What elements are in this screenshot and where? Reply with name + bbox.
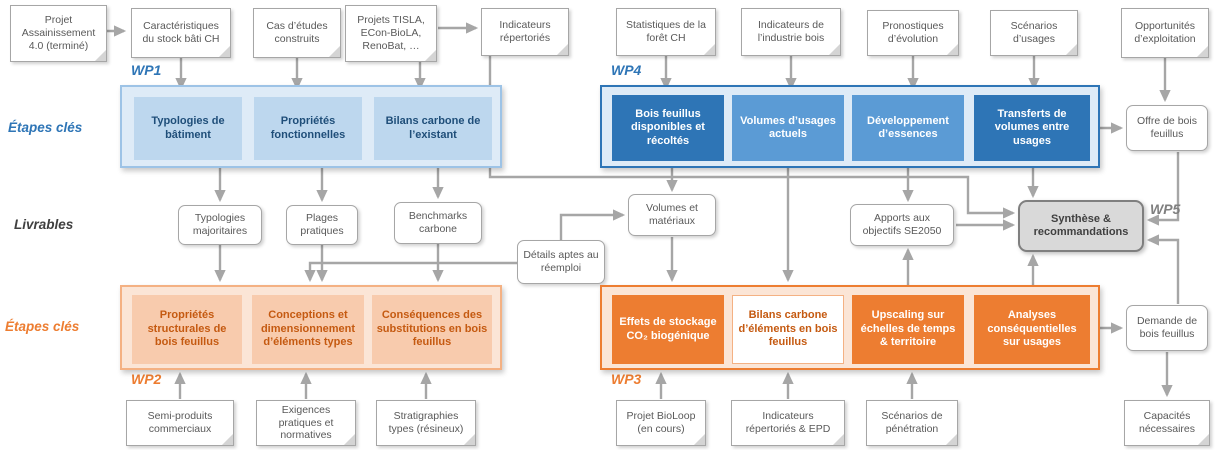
wp3-label: WP3	[611, 371, 642, 387]
wp3-step-upscaling-echelles: Upscaling sur échelles de temps & territ…	[852, 295, 964, 364]
demand-node: Demande de bois feuillus	[1126, 305, 1208, 351]
doc-cas-detudes-construits: Cas d’études construits	[253, 8, 341, 58]
wp1-label: WP1	[131, 62, 162, 78]
wp5-label: WP5	[1150, 201, 1181, 217]
wp4-label: WP4	[611, 62, 642, 78]
doc-projets-tisla: Projets TISLA, ECon-BioLA, RenoBat, …	[345, 5, 437, 62]
doc-scenarios-usages: Scénarios d’usages	[990, 10, 1078, 56]
row-label-steps-bottom: Étapes clés	[5, 319, 80, 334]
doc-indicateurs-industrie-bois: Indicateurs de l’industrie bois	[741, 8, 841, 56]
wp2-step-proprietes-structurales: Propriétés structurales de bois feuillus	[132, 295, 242, 364]
doc-opportunites-exploitation: Opportunités d’exploitation	[1121, 8, 1209, 58]
wp4-step-transferts-volumes: Transferts de volumes entre usages	[974, 95, 1090, 161]
capacities-doc: Capacités nécessaires	[1124, 400, 1210, 446]
doc-scenarios-penetration: Scénarios de pénétration	[866, 400, 958, 446]
wp4-frame: Bois feuillus disponibles et récoltés Vo…	[600, 85, 1100, 168]
row-label-livrables: Livrables	[14, 217, 74, 232]
doc-exigences-pratiques: Exigences pratiques et normatives	[256, 400, 356, 446]
deliverable-apports-se2050: Apports aux objectifs SE2050	[850, 204, 954, 246]
deliverable-plages-pratiques: Plages pratiques	[286, 205, 358, 245]
doc-indicateurs-repertories: Indicateurs répertoriés	[481, 8, 569, 56]
wp3-step-bilans-carbone-elements: Bilans carbone d’éléments en bois feuill…	[732, 295, 844, 364]
deliverable-details-reemploi: Détails aptes au réemploi	[517, 240, 605, 284]
wp1-step-typologies-batiment: Typologies de bâtiment	[134, 97, 242, 160]
doc-caracteristiques-stock-bati: Caractéristiques du stock bâti CH	[131, 8, 231, 58]
doc-indicateurs-repertories-epd: Indicateurs répertoriés & EPD	[731, 400, 845, 446]
doc-projet-assainissement: Projet Assainissement 4.0 (terminé)	[10, 5, 107, 62]
offer-node: Offre de bois feuillus	[1126, 105, 1208, 151]
doc-projet-bioloop: Projet BioLoop (en cours)	[616, 400, 706, 446]
wp4-step-bois-feuillus-disponibles: Bois feuillus disponibles et récoltés	[612, 95, 724, 161]
wp3-step-effets-stockage-co2: Effets de stockage CO₂ biogénique	[612, 295, 724, 364]
wp3-frame: Effets de stockage CO₂ biogénique Bilans…	[600, 285, 1100, 370]
wp1-step-proprietes-fonctionnelles: Propriétés fonctionnelles	[254, 97, 362, 160]
deliverable-volumes-materiaux: Volumes et matériaux	[628, 194, 716, 236]
wp2-frame: Propriétés structurales de bois feuillus…	[120, 285, 502, 370]
wp4-step-volumes-usages-actuels: Volumes d’usages actuels	[732, 95, 844, 161]
doc-semi-produits-commerciaux: Semi-produits commerciaux	[126, 400, 234, 446]
wp2-step-conceptions-dimensionnement: Conceptions et dimensionnement d’élément…	[252, 295, 364, 364]
deliverable-benchmarks-carbone: Benchmarks carbone	[394, 202, 482, 244]
synthesis-box: Synthèse & recommandations	[1018, 200, 1144, 252]
wp3-step-analyses-consequentielles: Analyses conséquentielles sur usages	[974, 295, 1090, 364]
doc-statistiques-foret-ch: Statistiques de la forêt CH	[616, 8, 716, 56]
wp1-frame: Typologies de bâtiment Propriétés foncti…	[120, 85, 502, 168]
deliverable-typologies-majoritaires: Typologies majoritaires	[178, 205, 262, 245]
wp2-label: WP2	[131, 371, 162, 387]
doc-stratigraphies-types: Stratigraphies types (résineux)	[376, 400, 476, 446]
row-label-steps-top: Étapes clés	[8, 120, 83, 135]
wp1-step-bilans-carbone-existant: Bilans carbone de l’existant	[374, 97, 492, 160]
doc-pronostiques-evolution: Pronostiques d’évolution	[867, 10, 959, 56]
wp2-step-consequences-substitutions: Conséquences des substitutions en bois f…	[372, 295, 492, 364]
wp4-step-developpement-essences: Développement d’essences	[852, 95, 964, 161]
